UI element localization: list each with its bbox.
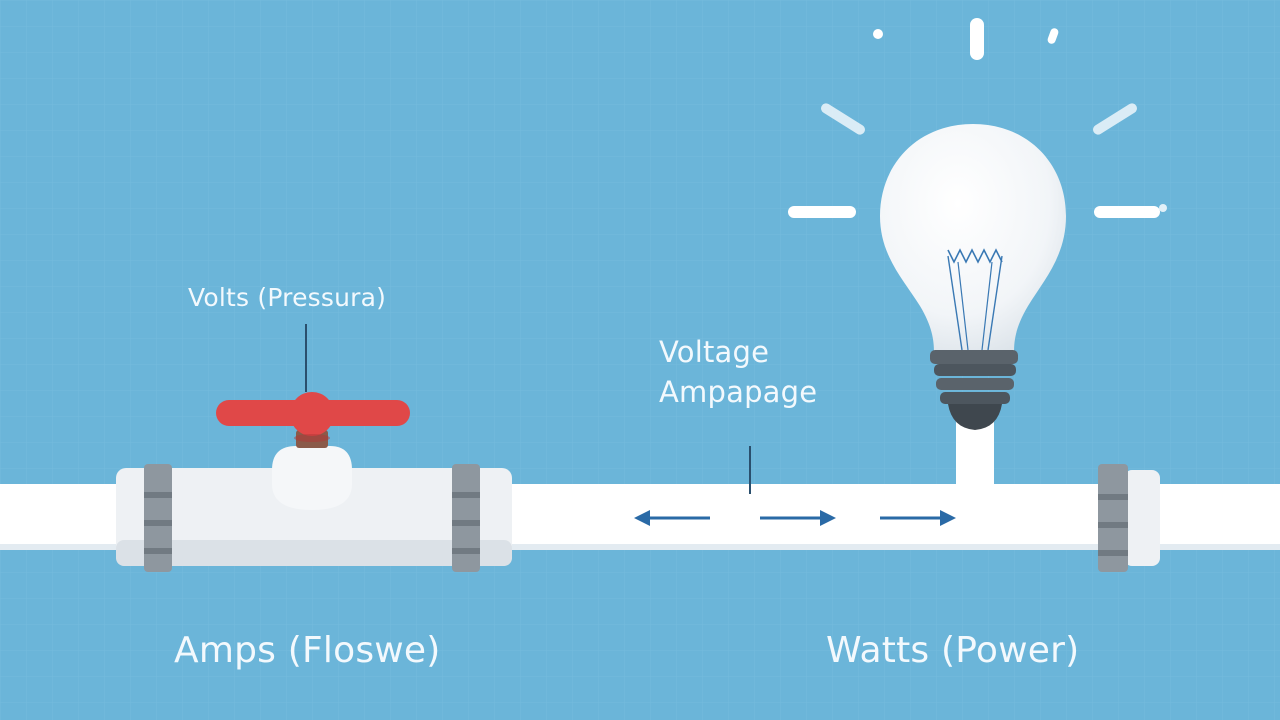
bulb-base-collar — [930, 350, 1018, 364]
valve-icon — [116, 392, 512, 572]
bulb-glass — [880, 124, 1066, 352]
valve-body-shade — [116, 540, 512, 566]
valve-bonnet — [272, 446, 352, 510]
left-coupling-band — [144, 520, 172, 526]
right-coupling — [452, 464, 480, 572]
bulb-filament — [947, 248, 1003, 264]
light-bulb-icon — [880, 124, 1066, 430]
filament-wire — [947, 255, 963, 351]
flow-arrow-icon — [634, 510, 956, 526]
watts-label: Watts (Power) — [826, 630, 1080, 671]
left-coupling-band — [144, 548, 172, 554]
right-pipe-fitting — [1098, 464, 1160, 572]
bulb-base-tip — [948, 404, 1002, 430]
filament-wire — [957, 261, 969, 351]
voltage-label-line1: Voltage — [659, 335, 770, 369]
voltage-label-line2: Ampapage — [659, 375, 818, 409]
amps-label: Amps (Floswe) — [174, 630, 441, 671]
volts-label: Volts (Pressura) — [188, 283, 387, 312]
arrow-right-1 — [760, 510, 836, 526]
bulb-base-thread — [936, 378, 1014, 390]
arrow-left — [634, 510, 710, 526]
bulb-base-thread — [934, 364, 1016, 376]
right-coupling-band — [452, 520, 480, 526]
light-rays — [788, 18, 1167, 218]
valve-handle-hub — [290, 392, 334, 436]
left-coupling — [144, 464, 172, 572]
filament-wire — [987, 255, 1003, 351]
pipe-shadow — [0, 544, 1280, 550]
right-coupling-band — [452, 548, 480, 554]
voltage-ampapage-label: Voltage Ampapage — [659, 332, 817, 412]
branch-pipe — [956, 420, 994, 500]
arrow-right-2 — [880, 510, 956, 526]
right-coupling-band — [452, 492, 480, 498]
filament-wire — [981, 261, 993, 351]
left-coupling-band — [144, 492, 172, 498]
bulb-base-thread — [940, 392, 1010, 404]
valve-handle-shadow — [294, 434, 330, 442]
